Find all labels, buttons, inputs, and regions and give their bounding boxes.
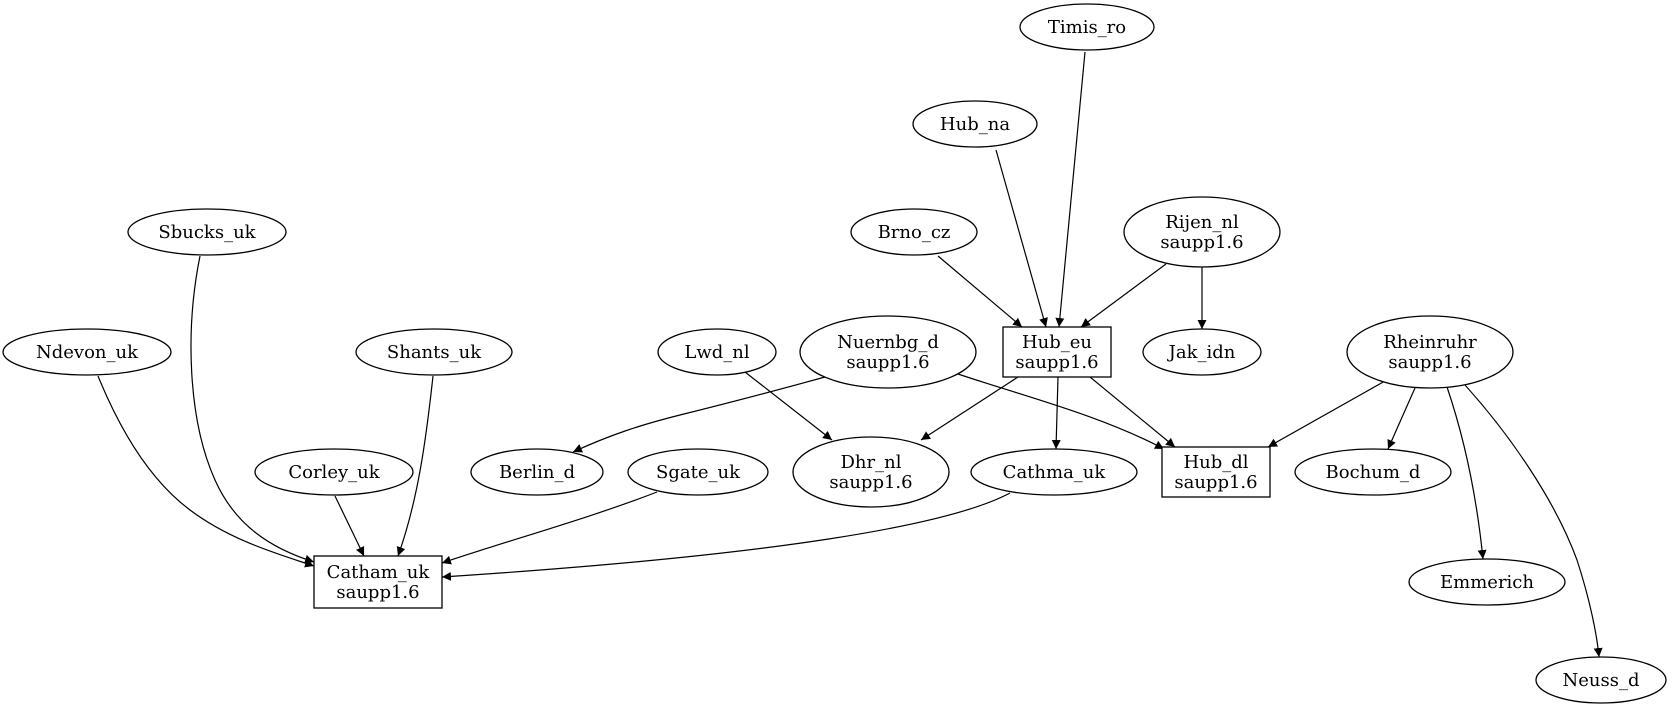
node-dhr-nl-label-line-1: Dhr_nl (841, 452, 902, 473)
edge-corley-uk-to-catham-uk (334, 495, 365, 557)
node-jak-idn-label-line-1: Jak_idn (1167, 342, 1236, 363)
node-brno-cz-label-line-1: Brno_cz (878, 222, 951, 243)
node-timis-ro-label-line-1: Timis_ro (1048, 17, 1126, 38)
edge-brno-cz-to-hub-eu (937, 255, 1023, 328)
node-ndevon-uk-label-line-1: Ndevon_uk (36, 342, 139, 363)
node-berlin-d-label-line-1: Berlin_d (499, 462, 575, 483)
node-catham-uk-label-line-2: saupp1.6 (336, 582, 419, 603)
node-emmerich: Emmerich (1408, 558, 1566, 606)
node-lwd-nl-label-line-1: Lwd_nl (684, 342, 749, 363)
node-nuernbg-d-ellipse (799, 315, 977, 389)
edge-timis-ro-to-hub-eu (1055, 51, 1086, 328)
node-lwd-nl: Lwd_nl (657, 328, 777, 376)
edge-cathma-uk-to-catham-uk (441, 492, 1011, 581)
edge-hub-eu-to-hub-dl (1089, 376, 1176, 448)
edge-sgate-uk-to-catham-uk (441, 491, 658, 565)
node-neuss-d-ellipse (1535, 656, 1667, 704)
node-sbucks-uk: Sbucks_uk (127, 208, 287, 256)
node-bochum-d-ellipse (1294, 448, 1452, 496)
edge-hub-na-to-hub-eu (995, 149, 1048, 328)
node-hub-dl-label-line-1: Hub_dl (1183, 452, 1248, 473)
node-bochum-d: Bochum_d (1294, 448, 1452, 496)
node-lwd-nl-ellipse (657, 328, 777, 376)
node-berlin-d: Berlin_d (470, 448, 604, 496)
node-hub-dl-box (1161, 446, 1271, 498)
node-shants-uk-ellipse (355, 328, 513, 376)
node-cathma-uk-label-line-1: Cathma_uk (1003, 462, 1107, 483)
node-bochum-d-label-line-1: Bochum_d (1326, 462, 1421, 483)
node-nuernbg-d-label-line-2: saupp1.6 (846, 352, 929, 373)
edge-rijen-nl-to-hub-eu (1080, 263, 1167, 328)
node-emmerich-ellipse (1408, 558, 1566, 606)
node-rheinruhr-ellipse (1346, 315, 1514, 389)
node-hub-eu-label-line-2: saupp1.6 (1015, 352, 1098, 373)
node-sbucks-uk-ellipse (127, 208, 287, 256)
node-catham-uk-label-line-1: Catham_uk (327, 562, 431, 583)
node-jak-idn: Jak_idn (1142, 328, 1262, 376)
edge-ndevon-uk-to-catham-uk (97, 375, 315, 568)
node-ndevon-uk: Ndevon_uk (2, 328, 172, 376)
node-rijen-nl-label-line-1: Rijen_nl (1165, 212, 1239, 233)
node-timis-ro-ellipse (1019, 3, 1155, 51)
edge-lwd-nl-to-dhr-nl (744, 371, 833, 441)
node-ndevon-uk-ellipse (2, 328, 172, 376)
node-dhr-nl-ellipse (792, 436, 950, 508)
node-timis-ro: Timis_ro (1019, 3, 1155, 51)
edges-layer (97, 51, 1603, 658)
edge-rheinruhr-to-emmerich (1446, 386, 1487, 560)
node-emmerich-label-line-1: Emmerich (1440, 572, 1534, 593)
node-hub-eu-label-line-1: Hub_eu (1022, 332, 1092, 353)
node-catham-uk-box (313, 555, 443, 609)
node-berlin-d-ellipse (470, 448, 604, 496)
node-neuss-d-label-line-1: Neuss_d (1563, 670, 1640, 691)
node-rheinruhr-label-line-1: Rheinruhr (1383, 332, 1477, 353)
node-hub-eu-box (1002, 326, 1112, 378)
node-brno-cz: Brno_cz (850, 208, 978, 256)
node-corley-uk: Corley_uk (254, 448, 414, 496)
edge-hub-eu-to-cathma-uk (1051, 376, 1061, 450)
node-shants-uk: Shants_uk (355, 328, 513, 376)
edge-nuernbg-d-to-berlin-d (572, 376, 826, 453)
node-hub-na-ellipse (912, 100, 1038, 148)
edge-rheinruhr-to-neuss-d (1464, 384, 1603, 658)
node-nuernbg-d-label-line-1: Nuernbg_d (837, 332, 939, 353)
edge-shants-uk-to-catham-uk (396, 375, 434, 557)
node-dhr-nl-label-line-2: saupp1.6 (829, 472, 912, 493)
node-corley-uk-label-line-1: Corley_uk (288, 462, 380, 483)
node-shants-uk-label-line-1: Shants_uk (387, 342, 482, 363)
edge-nuernbg-d-to-hub-dl (957, 373, 1165, 450)
node-hub-na-label-line-1: Hub_na (940, 114, 1010, 135)
node-cathma-uk: Cathma_uk (970, 448, 1138, 496)
edge-rheinruhr-to-bochum-d (1387, 387, 1416, 450)
edge-rheinruhr-to-hub-dl (1267, 380, 1386, 448)
node-rheinruhr-label-line-2: saupp1.6 (1388, 352, 1471, 373)
node-corley-uk-ellipse (254, 448, 414, 496)
node-neuss-d: Neuss_d (1535, 656, 1667, 704)
edge-hub-eu-to-dhr-nl (920, 376, 1019, 441)
node-brno-cz-ellipse (850, 208, 978, 256)
node-sgate-uk: Sgate_uk (627, 448, 769, 496)
node-hub-na: Hub_na (912, 100, 1038, 148)
node-rijen-nl-ellipse (1123, 196, 1281, 268)
node-jak-idn-ellipse (1142, 328, 1262, 376)
node-sbucks-uk-label-line-1: Sbucks_uk (158, 222, 256, 243)
node-hub-dl-label-line-2: saupp1.6 (1174, 472, 1257, 493)
node-rijen-nl-label-line-2: saupp1.6 (1160, 232, 1243, 253)
node-sgate-uk-ellipse (627, 448, 769, 496)
node-sgate-uk-label-line-1: Sgate_uk (656, 462, 741, 483)
node-cathma-uk-ellipse (970, 448, 1138, 496)
edge-sbucks-uk-to-catham-uk (190, 255, 315, 564)
